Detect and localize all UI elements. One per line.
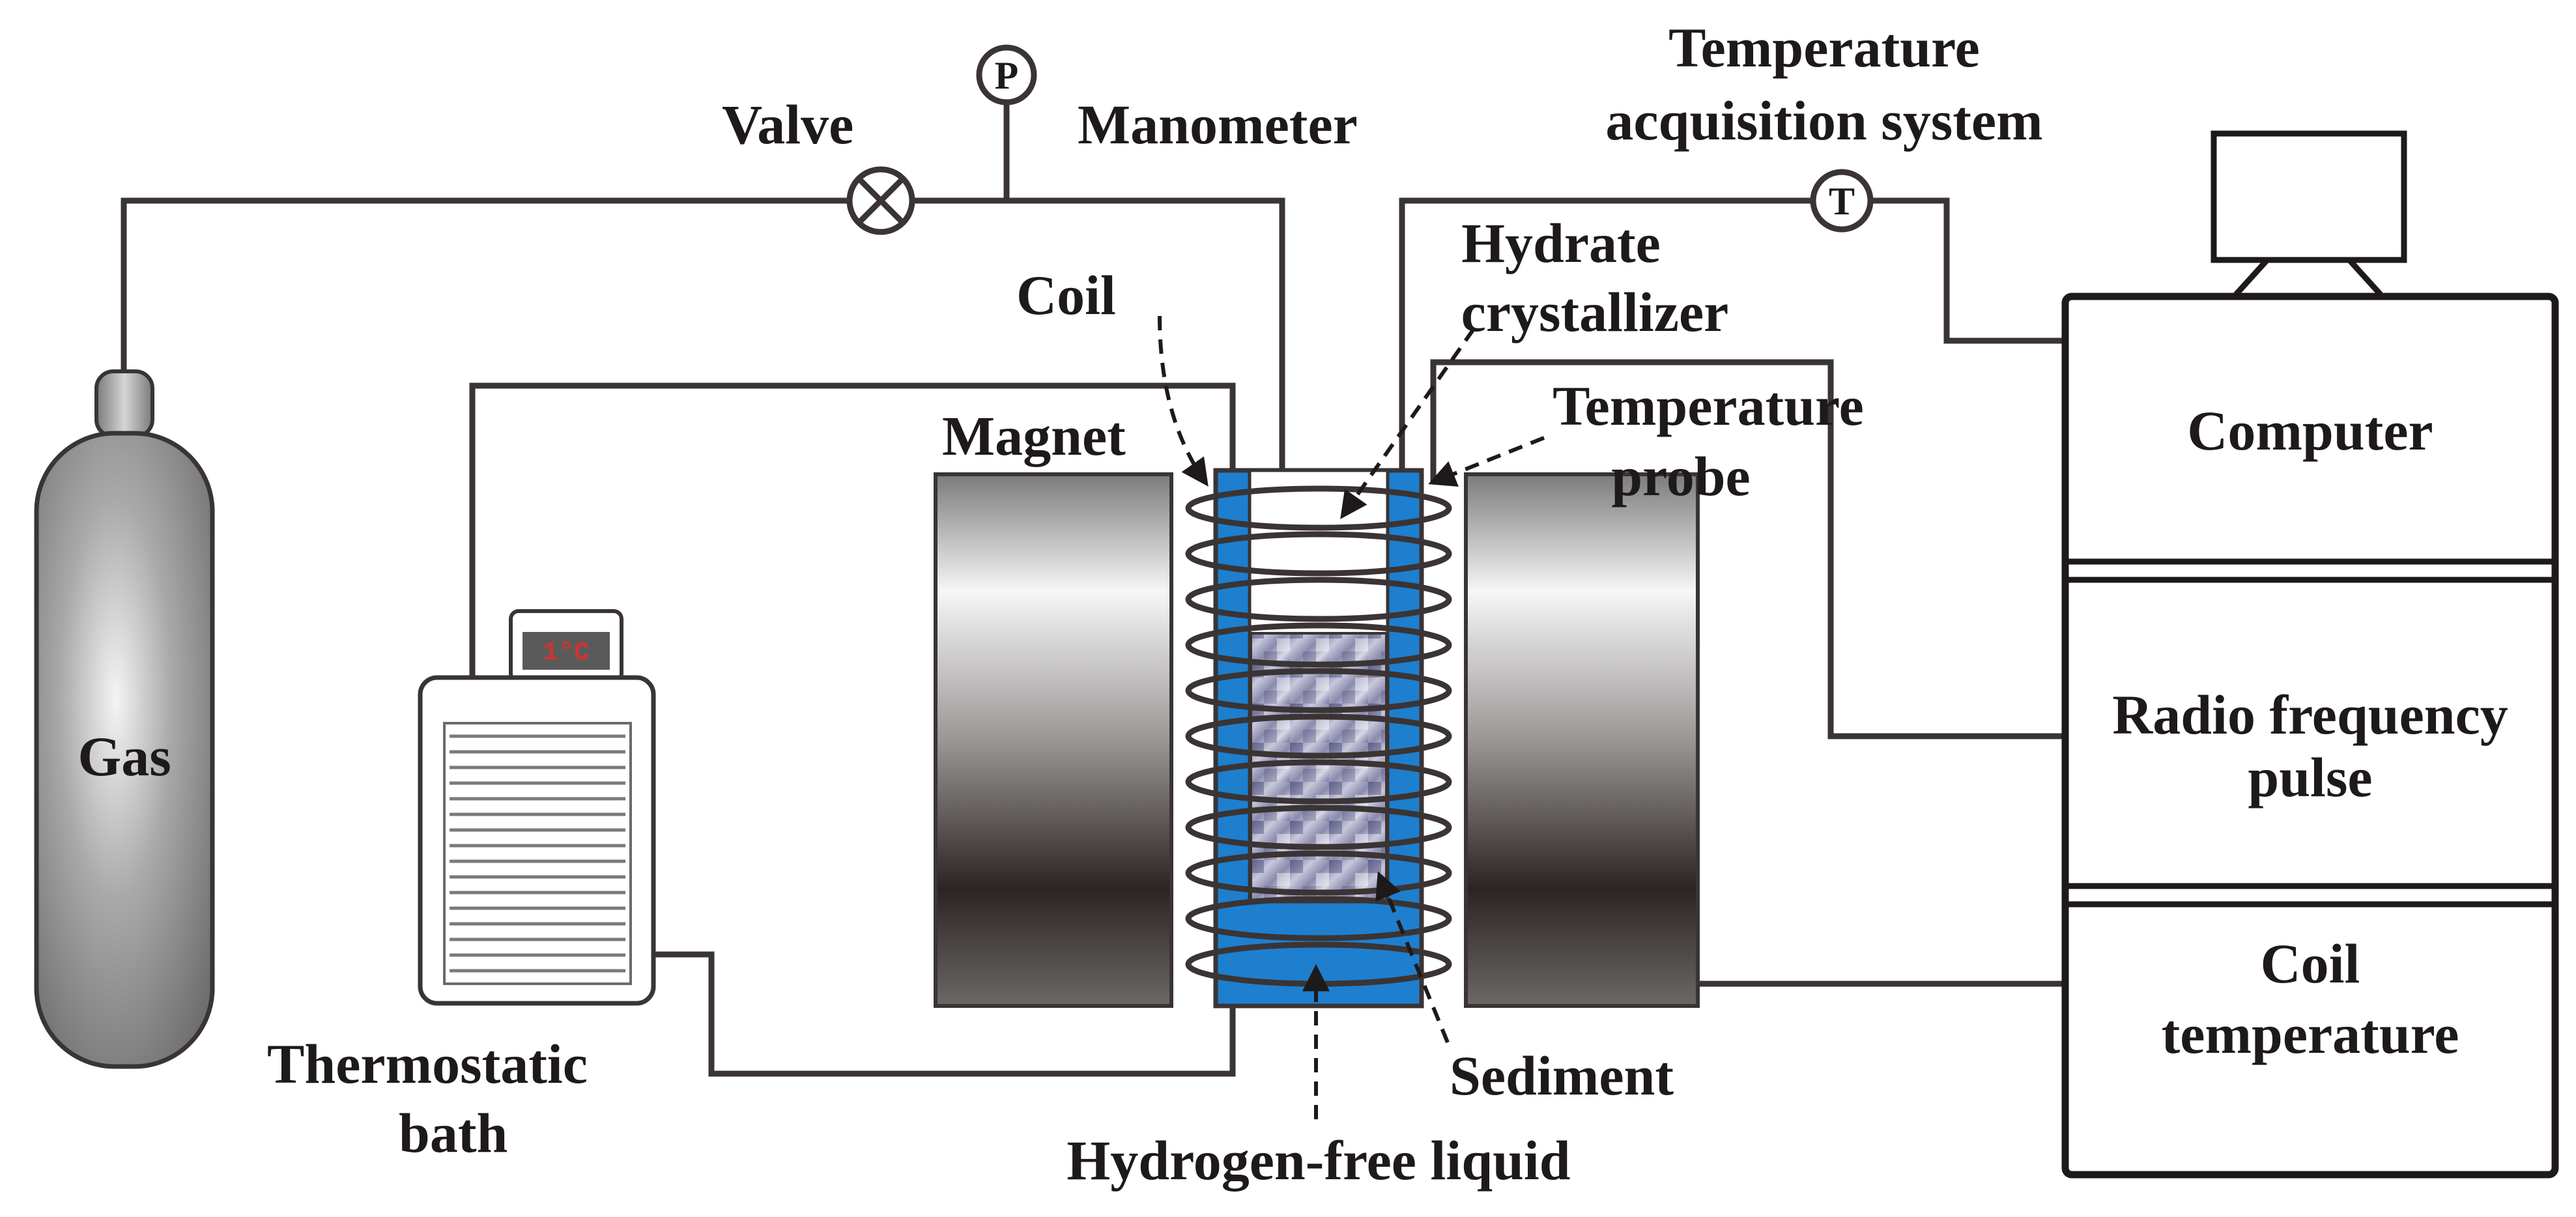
temp-acquisition-label-2: acquisition system <box>1605 89 2042 152</box>
rf-pulse-line <box>1430 359 2065 739</box>
computer-monitor <box>2211 130 2407 263</box>
computer-divider-2 <box>2065 883 2555 908</box>
bath-upper-line <box>469 382 1236 676</box>
magnet-left <box>934 472 1173 1008</box>
sediment-label: Sediment <box>1450 1044 1674 1107</box>
bath-lower-line <box>654 951 1236 1077</box>
computer-monitor-stand <box>2233 257 2383 297</box>
valve-label: Valve <box>722 93 853 156</box>
temp-line-to-computer <box>1871 197 2065 344</box>
hydrate-label-1: Hydrate <box>1461 212 1661 274</box>
coil-turn <box>1185 577 1452 622</box>
manometer-label: Manometer <box>1078 93 1358 156</box>
bath-grille <box>443 722 632 985</box>
bath-display <box>522 632 610 670</box>
manometer-icon <box>976 44 1037 106</box>
temp-acquisition-label-1: Temperature <box>1668 16 1980 79</box>
computer: Computer Radio frequency pulse Coil temp… <box>2061 130 2559 1179</box>
coil-turn <box>1185 531 1452 577</box>
coil-temperature-label-1: Coil <box>2261 932 2360 995</box>
valve: Valve <box>722 93 915 235</box>
piping <box>121 99 2065 1077</box>
coil-leader <box>1158 315 1209 487</box>
gas-cylinder: Gas <box>34 369 215 1069</box>
thermostatic-bath: 1°C Thermostatic bath <box>267 609 656 1164</box>
coil-turn <box>1185 805 1452 850</box>
gas-supply-line <box>121 197 848 377</box>
coil-turn <box>1185 713 1452 759</box>
coil-turn <box>1185 668 1452 713</box>
bath-display-value: 1°C <box>543 638 590 668</box>
magnet-label: Magnet <box>942 405 1126 467</box>
gas-label: Gas <box>78 725 171 788</box>
coil-turn <box>1185 622 1452 668</box>
crystallizer-leader <box>1340 328 1476 519</box>
gas-cylinder-valve-cap <box>94 369 154 438</box>
manometer: P Manometer <box>976 44 1358 156</box>
hydrogen-free-liquid-label: Hydrogen-free liquid <box>1066 1129 1570 1192</box>
temp-probe-label-2: probe <box>1611 445 1750 508</box>
magnets: Magnet <box>934 405 1700 1008</box>
coil-turn <box>1185 896 1452 941</box>
manometer-symbol: P <box>995 54 1019 97</box>
temperature-acquisition: T Temperature acquisition system <box>1605 16 2043 233</box>
thermostatic-label-2: bath <box>399 1102 508 1164</box>
hydrate-crystallizer <box>1213 468 1424 1009</box>
computer-divider-1 <box>2065 558 2555 583</box>
hydrate-label-2: crystallizer <box>1461 281 1729 343</box>
magnet-right <box>1464 472 1700 1008</box>
label-leaders <box>1158 315 1545 1119</box>
probe-leader <box>1428 436 1545 487</box>
coil-turn <box>1185 850 1452 896</box>
thermometer-icon <box>1810 169 1874 233</box>
rf-pulse-label-1: Radio frequency <box>2112 683 2508 746</box>
coil-turn <box>1185 759 1452 805</box>
thermostatic-label-1: Thermostatic <box>267 1033 588 1095</box>
temp-line-to-crystallizer <box>1399 197 1812 482</box>
sediment-leader <box>1375 871 1450 1044</box>
gas-cylinder-body <box>34 431 215 1069</box>
rf-coil <box>1185 485 1452 987</box>
computer-cabinet <box>2061 293 2559 1179</box>
temp-probe-label-1: Temperature <box>1553 375 1864 437</box>
thermometer-symbol: T <box>1829 180 1855 223</box>
rf-pulse-label-2: pulse <box>2248 746 2372 809</box>
coil-temperature-label-2: temperature <box>2162 1003 2459 1065</box>
gas-line-after-valve <box>913 197 1285 515</box>
computer-section-label: Computer <box>2187 399 2433 462</box>
bath-grille-slats <box>450 734 625 973</box>
coil-turn <box>1185 485 1452 531</box>
coil-label: Coil <box>1016 264 1116 326</box>
